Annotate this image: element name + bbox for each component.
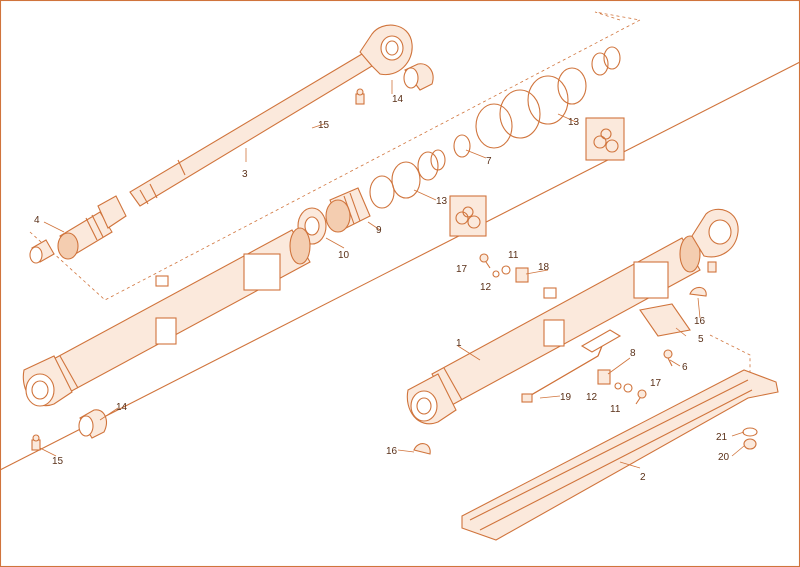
clamp-8 — [597, 369, 611, 385]
label-10: 10 — [338, 250, 350, 261]
part-labels: 1 2 3 4 5 6 7 8 9 10 11 11 12 12 13 13 1… — [34, 94, 730, 483]
label-15b: 15 — [52, 456, 64, 467]
label-4: 4 — [34, 215, 40, 226]
label-17a: 17 — [456, 264, 468, 275]
washer-11-top — [501, 265, 511, 275]
assembly-outline-top — [29, 11, 642, 301]
label-13a: 13 — [568, 117, 580, 128]
label-3: 3 — [242, 169, 248, 180]
label-16b: 16 — [386, 446, 398, 457]
washer-12-top — [492, 270, 500, 278]
seal-rings-lower — [369, 149, 446, 209]
label-16a: 16 — [694, 316, 706, 327]
bolt-17-bottom — [635, 389, 647, 405]
label-1: 1 — [456, 338, 462, 349]
bolt-6 — [663, 349, 673, 367]
piston-rod — [129, 53, 373, 207]
washer-11-bottom — [623, 383, 633, 393]
washer-12-bottom — [614, 382, 622, 390]
pipe-19 — [521, 329, 622, 403]
cylinder-eye-right-base — [406, 373, 457, 425]
label-14a: 14 — [392, 94, 404, 105]
bolt-17-top — [479, 253, 491, 269]
cap-16-left — [413, 443, 431, 455]
bracket-5 — [639, 303, 691, 337]
label-17b: 17 — [650, 378, 662, 389]
piston-head — [57, 195, 127, 260]
label-21: 21 — [716, 432, 728, 443]
o-ring-7 — [453, 134, 471, 158]
seal-kit-bag-lower — [449, 195, 487, 237]
rod-eye — [359, 24, 413, 76]
cylinder-barrel-left — [47, 227, 311, 395]
seal-kit-bag-upper — [585, 117, 625, 161]
cylinder-eye-left — [22, 355, 73, 407]
grease-nipple-right — [707, 261, 717, 273]
label-18: 18 — [538, 262, 550, 273]
label-20: 20 — [718, 452, 730, 463]
cylinder-guard — [461, 369, 779, 541]
grease-nipple-left — [31, 434, 41, 451]
guide-bush — [325, 187, 371, 233]
label-12a: 12 — [480, 282, 492, 293]
bushing-top — [403, 63, 434, 91]
bushing-left — [78, 409, 107, 439]
label-11a: 11 — [508, 250, 519, 261]
nut-20 — [743, 438, 757, 450]
label-13b: 13 — [436, 196, 448, 207]
label-11b: 11 — [610, 404, 621, 415]
leader-lines — [39, 80, 745, 469]
cap-16-right — [689, 286, 707, 297]
label-6: 6 — [682, 362, 688, 373]
assembly-outline-right — [709, 334, 751, 385]
clamp-18 — [515, 267, 529, 283]
grease-nipple-top — [355, 88, 365, 105]
label-2: 2 — [640, 472, 646, 483]
label-15a: 15 — [318, 120, 330, 131]
label-14b: 14 — [116, 402, 128, 413]
seal-rings-upper — [475, 46, 621, 149]
diagonal-divider — [0, 61, 800, 471]
cylinder-eye-right-rod — [691, 208, 739, 258]
washer-21 — [742, 427, 758, 437]
label-7: 7 — [486, 156, 492, 167]
label-12b: 12 — [586, 392, 598, 403]
nut-small — [29, 239, 55, 264]
label-8: 8 — [630, 348, 636, 359]
label-9: 9 — [376, 225, 382, 236]
label-19: 19 — [560, 392, 572, 403]
label-5: 5 — [698, 334, 704, 345]
